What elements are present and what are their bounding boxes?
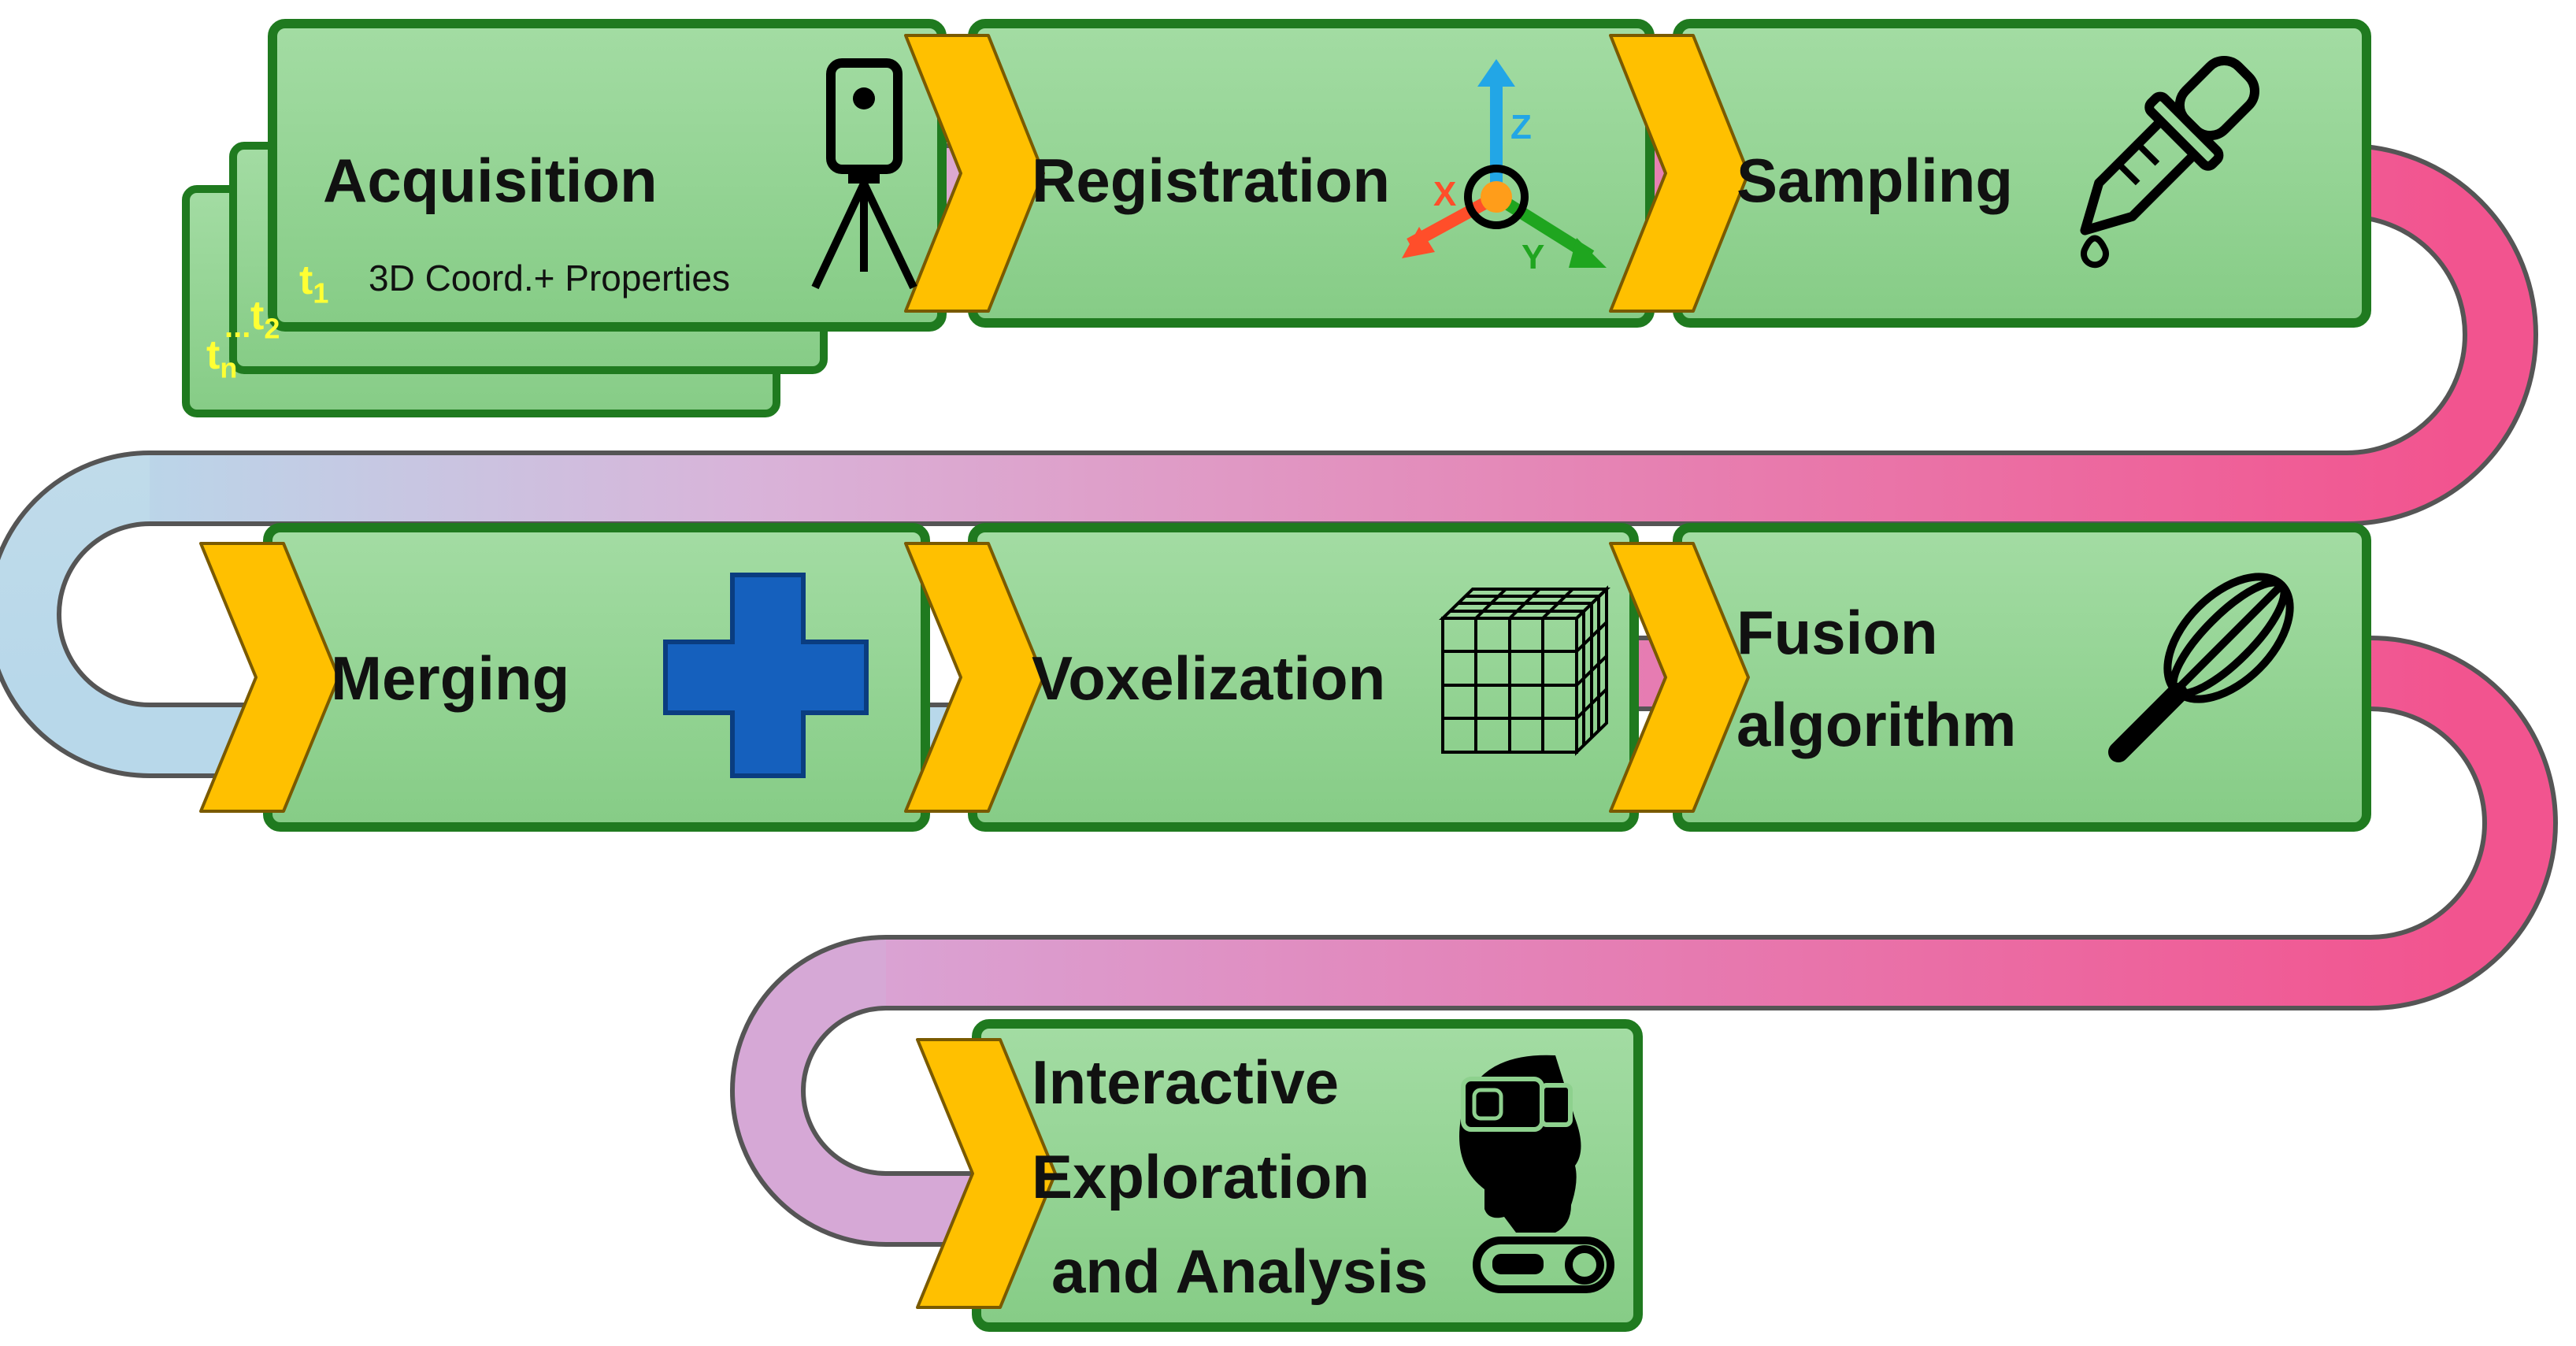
xyz-axes-icon (1402, 59, 1607, 268)
flow-path (0, 143, 2558, 1247)
acquisition-box[interactable] (268, 19, 947, 332)
chevron-arrow (916, 1038, 1057, 1309)
chevron-arrow (199, 542, 340, 813)
tripod-scanner-icon (811, 58, 917, 290)
chevrons (199, 34, 1750, 1309)
controller-icon (1473, 1237, 1614, 1293)
vr-headset-head-icon (1459, 1055, 1581, 1233)
plus-icon (663, 573, 869, 778)
voxelization-box[interactable] (968, 523, 1639, 832)
flow-path-segment (886, 640, 2553, 1006)
whisk-icon (2108, 573, 2294, 762)
pipette-dropper-icon (2080, 56, 2259, 269)
chevron-arrow (904, 34, 1045, 313)
chevron-arrow (1609, 542, 1750, 813)
registration-box[interactable] (968, 19, 1655, 328)
flow-path-segment (150, 148, 2533, 521)
sampling-box[interactable] (1673, 19, 2371, 328)
chevron-arrow (1609, 34, 1750, 313)
chevron-arrow (904, 542, 1045, 813)
flow-path-segment (735, 940, 977, 1242)
flow-path-segment (0, 455, 961, 773)
acquisition-stack (182, 19, 947, 417)
voxel-cube-icon (1439, 585, 1610, 756)
fusion-box[interactable] (1673, 523, 2371, 832)
